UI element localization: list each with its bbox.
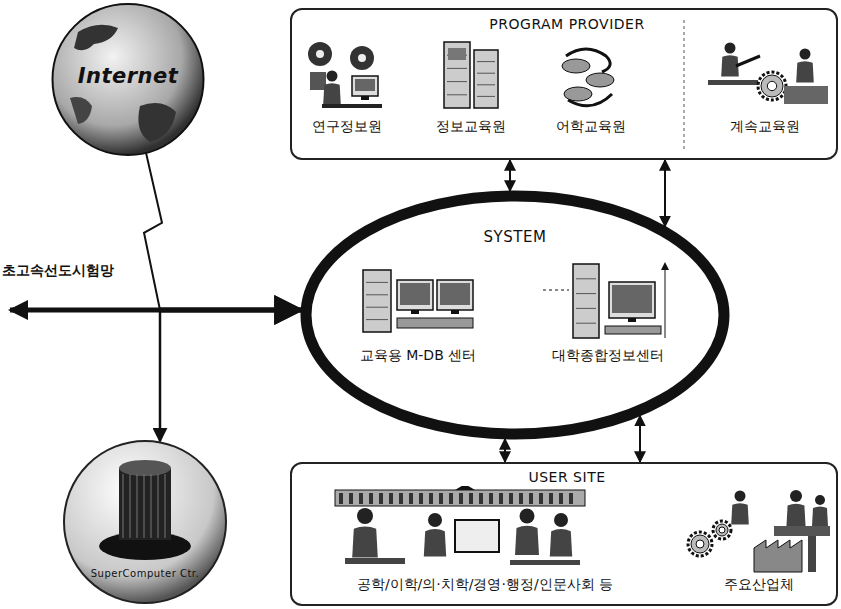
internet-globe: Internet	[48, 2, 208, 157]
node-title: SYSTEM	[460, 228, 570, 246]
icon-illustration	[543, 260, 673, 345]
icon-illustration	[684, 486, 834, 574]
connector-arrow	[510, 160, 511, 191]
provider-item: 정보교육원	[418, 36, 524, 135]
node-label: 공학/이학/의·치학/경영·행정/인문사회 등	[297, 576, 673, 593]
provider-item: 계속교육원	[692, 36, 838, 135]
user-item: 공학/이학/의·치학/경영·행정/인문사회 등	[297, 486, 673, 593]
node-label: 정보교육원	[418, 118, 524, 135]
node-label: 주요산업체	[677, 576, 841, 593]
icon-illustration	[302, 36, 392, 116]
user-item: 주요산업체	[677, 486, 841, 593]
icon-illustration	[353, 260, 483, 345]
node-label: 대학종합정보센터	[535, 347, 681, 364]
system-ellipse: SYSTEM 교육용 M-DB 센터 대학종합정보센터	[300, 190, 730, 440]
provider-item: 연구정보원	[294, 36, 400, 135]
supercomputer-circle: SuperComputer Ctr.	[58, 438, 232, 606]
node-outline	[58, 438, 232, 606]
icon-illustration	[546, 36, 636, 116]
node-label: 교육용 M-DB 센터	[345, 347, 491, 364]
connector-arrow	[665, 160, 666, 227]
system-item: 교육용 M-DB 센터	[345, 260, 491, 364]
node-title: PROGRAM PROVIDER	[442, 16, 692, 33]
node-title: Internet	[48, 64, 208, 89]
provider-box: PROGRAM PROVIDER 연구정보원 정보교육원 어학교육원 계속교육원	[290, 8, 838, 160]
network-label: 초고속선도시험망	[2, 262, 114, 280]
node-label: 어학교육원	[538, 118, 644, 135]
user-site-box: USER SITE 공학/이학/의·치학/경영·행정/인문사회 등주요산업체	[290, 462, 838, 606]
connector-arrow	[144, 153, 301, 310]
icon-illustration	[305, 486, 665, 574]
backbone-line	[10, 308, 160, 313]
node-title: USER SITE	[442, 469, 692, 486]
node-title: SuperComputer Ctr.	[58, 568, 232, 580]
provider-item: 어학교육원	[538, 36, 644, 135]
divider-line	[684, 20, 685, 150]
system-item: 대학종합정보센터	[535, 260, 681, 364]
node-label: 계속교육원	[692, 118, 838, 135]
icon-illustration	[426, 36, 516, 116]
node-label: 연구정보원	[294, 118, 400, 135]
connector-arrow	[160, 310, 301, 441]
icon-illustration	[700, 36, 830, 116]
connector-arrow	[640, 416, 641, 462]
connector-arrow	[505, 439, 506, 462]
